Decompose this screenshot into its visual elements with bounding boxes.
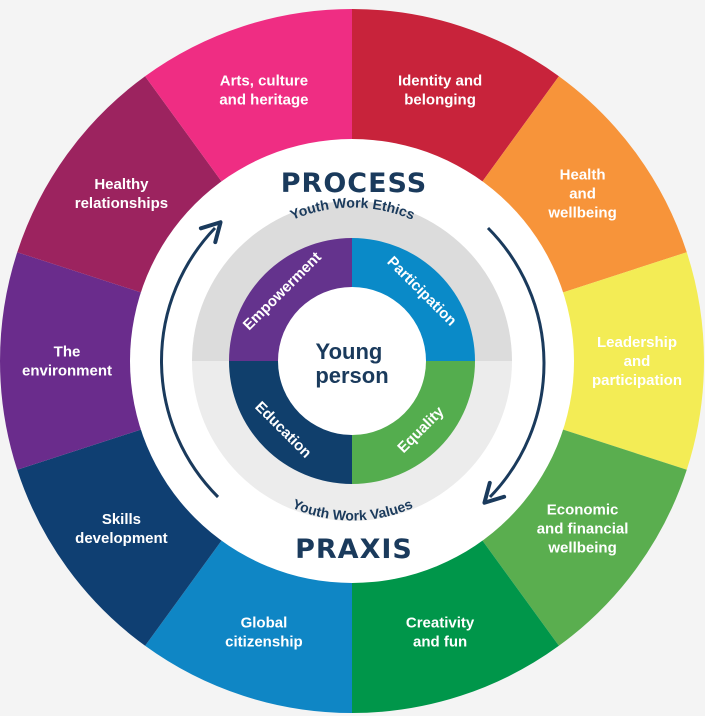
process-arrow xyxy=(160,220,223,499)
outer-segment-label-line: and financial xyxy=(537,521,629,538)
core-segment xyxy=(352,238,475,361)
outer-segment-label-line: Health xyxy=(560,166,606,183)
outer-segment xyxy=(0,252,145,470)
outer-segment xyxy=(352,537,559,713)
outer-segment-label-line: participation xyxy=(592,372,682,389)
outer-segment-label: Economic and financial wellbeing xyxy=(537,502,629,557)
core-ring: ParticipationEqualityEducationEmpowermen… xyxy=(229,238,475,484)
core-segment xyxy=(229,361,352,484)
outer-segment-label-line: Identity and xyxy=(398,72,482,89)
outer-segment-label-line: and xyxy=(624,353,651,370)
outer-segment-label-line: wellbeing xyxy=(547,204,616,221)
process-label: PROCESS xyxy=(281,168,427,199)
outer-segment-label: Global citizenship xyxy=(225,615,303,651)
outer-segment-label: Leadership and participation xyxy=(592,334,682,389)
outer-segment xyxy=(480,76,687,294)
outer-segment-label-line: Economic xyxy=(547,502,619,519)
outer-segment-label: Identity and belonging xyxy=(398,72,482,108)
outer-segment-label: Skills development xyxy=(75,511,168,547)
outer-segment xyxy=(559,252,704,470)
praxis-arrow xyxy=(482,226,546,505)
outer-segment xyxy=(352,9,559,185)
center-line-2: person xyxy=(315,363,388,388)
outer-segment xyxy=(145,537,352,713)
outer-segment-label-line: citizenship xyxy=(225,634,303,651)
outer-segment-label-line: wellbeing xyxy=(547,540,616,557)
outer-segment-label-line: relationships xyxy=(75,195,168,212)
core-segment xyxy=(352,361,475,484)
outer-segment-label-line: Leadership xyxy=(597,334,677,351)
center-line-1: Young xyxy=(316,339,383,364)
outer-segment xyxy=(17,428,224,646)
outer-segment-label-line: Arts, culture xyxy=(220,72,308,89)
outer-segment-label-line: belonging xyxy=(404,91,476,108)
outer-segment-label-line: and xyxy=(569,185,596,202)
outer-segment-label-line: environment xyxy=(22,363,112,380)
outer-segment-label-line: Healthy xyxy=(94,176,149,193)
outer-segment xyxy=(145,9,352,185)
outer-segment-label-line: and heritage xyxy=(219,91,308,108)
center-circle xyxy=(278,287,426,435)
outer-segment-label: Health and wellbeing xyxy=(547,166,616,221)
center-label: Young person xyxy=(315,339,388,388)
outer-segment-label-line: Creativity xyxy=(406,615,475,632)
outer-segment-label-line: development xyxy=(75,530,168,547)
outer-segment xyxy=(480,428,687,646)
core-segment xyxy=(229,238,352,361)
outer-segment xyxy=(17,76,224,294)
outer-segment-label: Arts, culture and heritage xyxy=(219,72,308,108)
outer-segment-label-line: The xyxy=(54,344,81,361)
outer-segment-label: Healthy relationships xyxy=(75,176,168,212)
outer-segment-label-line: Skills xyxy=(102,511,141,528)
outer-segment-label-line: and fun xyxy=(413,634,467,651)
outer-segment-label: The environment xyxy=(22,344,112,380)
praxis-label: PRAXIS xyxy=(295,534,413,565)
outer-segment-label-line: Global xyxy=(241,615,288,632)
outer-segment-label: Creativity and fun xyxy=(406,615,475,651)
